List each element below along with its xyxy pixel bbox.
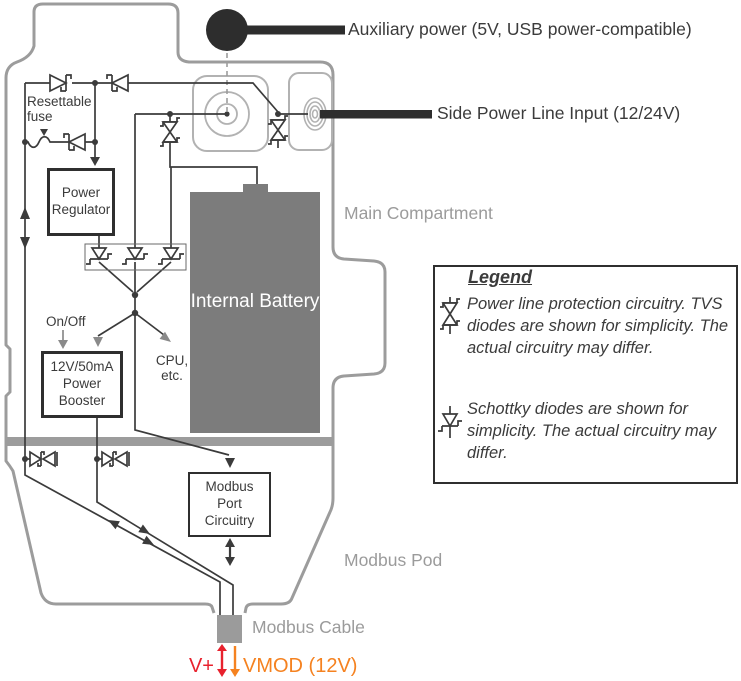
cpu-etc-label: CPU, etc. <box>155 353 189 384</box>
device-outline <box>4 2 387 614</box>
legend-item-tvs: Power line protection circuitry. TVS dio… <box>467 295 729 357</box>
schottky-diode-icon <box>438 406 462 438</box>
schottky-diode-row-icon <box>86 247 184 265</box>
tvs-diode-icon <box>160 115 288 147</box>
aux-callout-bar <box>245 25 345 35</box>
power-regulator-block: Power Regulator <box>47 168 115 236</box>
side-power-label: Side Power Line Input (12/24V) <box>437 103 681 123</box>
modbus-port-block: Modbus Port Circuitry <box>188 472 271 537</box>
modbus-cable-connector <box>217 615 242 643</box>
side-callout-bar <box>320 110 432 119</box>
internal-battery-label: Internal Battery <box>190 291 320 312</box>
power-booster-block: 12V/50mA Power Booster <box>41 351 123 418</box>
junction-dots <box>22 80 281 462</box>
resettable-fuse-label: Resettable fuse <box>27 94 92 125</box>
fuse-pointer-icon <box>40 129 48 136</box>
modbus-cable-label: Modbus Cable <box>252 617 365 637</box>
legend-title: Legend <box>468 267 533 287</box>
power-regulator-label: Power Regulator <box>51 185 111 217</box>
main-compartment-label: Main Compartment <box>344 203 493 223</box>
legend-box <box>433 265 738 484</box>
gray-arrows <box>58 331 171 349</box>
vmod-label: VMOD (12V) <box>243 655 358 677</box>
resettable-fuse-symbol <box>25 135 52 149</box>
modbus-pod-label: Modbus Pod <box>344 550 443 570</box>
modbus-port-label: Modbus Port Circuitry <box>204 479 255 528</box>
tvs-diode-pair-icon <box>25 450 130 468</box>
on-off-label: On/Off <box>46 314 86 329</box>
v-plus-label: V+ <box>188 655 214 677</box>
diode-row-box <box>84 243 187 271</box>
aux-power-plug <box>206 9 248 51</box>
legend-item-schottky: Schottky diodes are shown for simplicity… <box>467 400 717 462</box>
internal-battery-shape <box>190 184 320 433</box>
flow-arrows <box>20 157 235 566</box>
vmod-arrow-icon <box>230 646 240 677</box>
tvs-diode-icon <box>440 297 460 334</box>
schottky-diode-icon <box>49 73 129 152</box>
v-plus-arrow-icon <box>217 644 227 677</box>
power-booster-label: 12V/50mA Power Booster <box>50 359 114 408</box>
compartment-divider <box>5 437 334 446</box>
aux-power-label: Auxiliary power (5V, USB power-compatibl… <box>348 19 692 39</box>
